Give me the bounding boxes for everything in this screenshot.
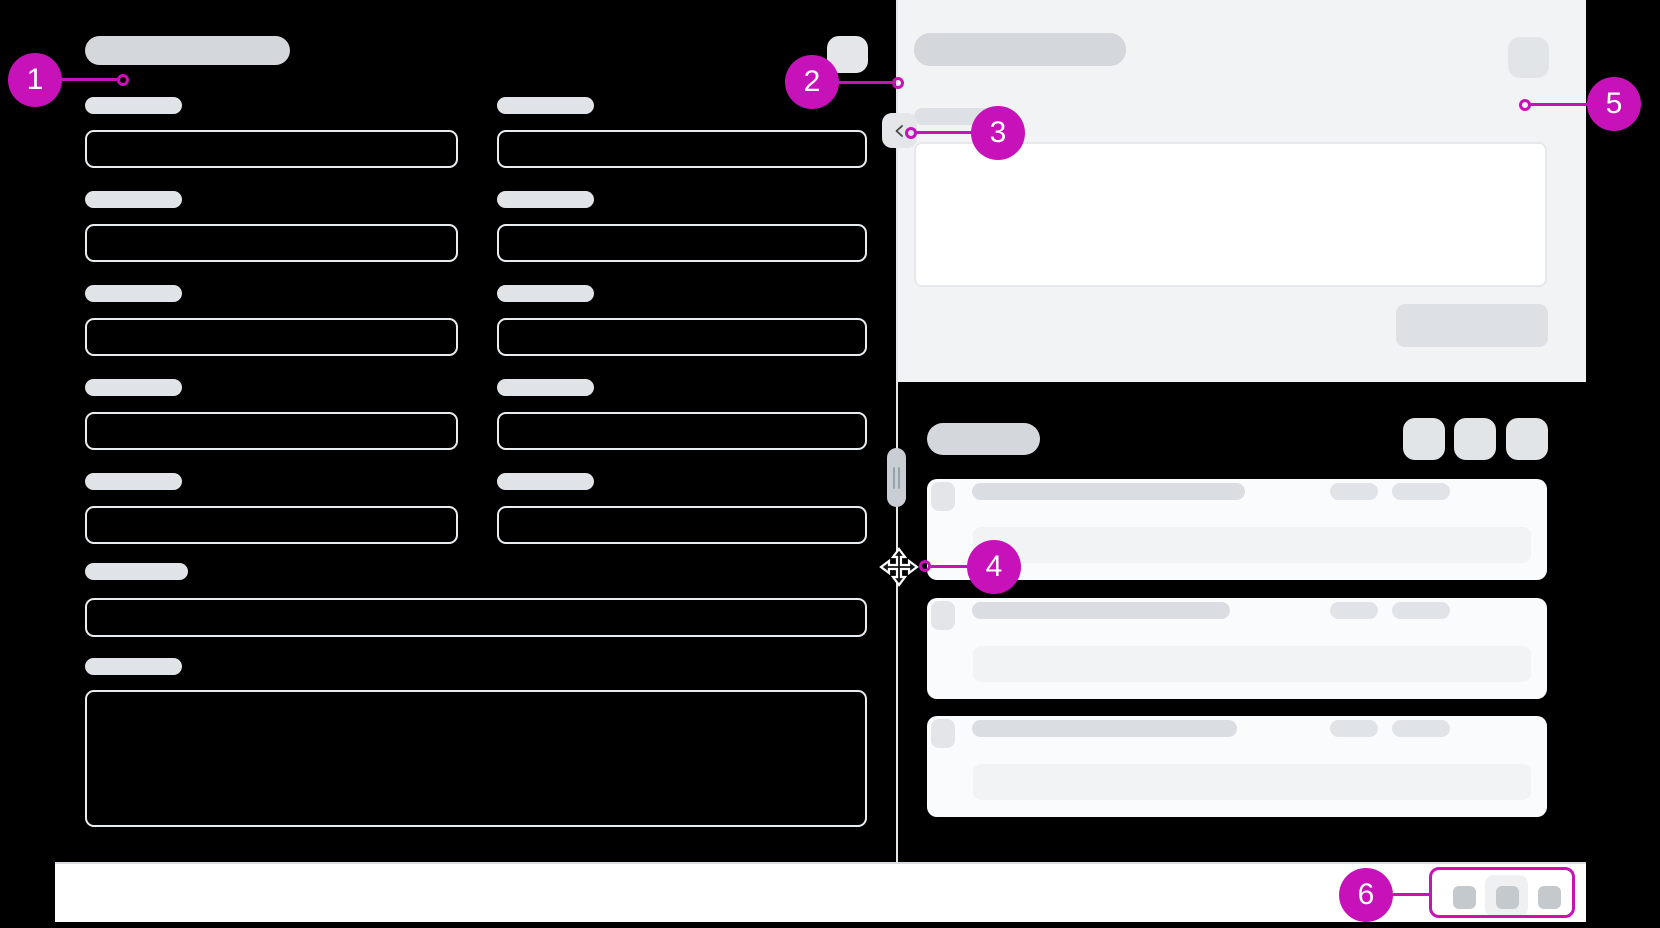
callout-4: 4	[967, 540, 1021, 594]
text-input[interactable]	[85, 318, 458, 356]
list-item-card[interactable]	[927, 598, 1547, 699]
card-badge-skeleton	[1392, 720, 1450, 737]
field-label-skeleton	[85, 473, 182, 490]
full-width-input[interactable]	[85, 598, 867, 637]
card-badge-skeleton	[1330, 483, 1378, 500]
text-input[interactable]	[85, 130, 458, 168]
card-badge-skeleton	[1392, 602, 1450, 619]
card-icon-skeleton	[931, 482, 955, 511]
card-title-skeleton	[972, 602, 1230, 619]
field-label-skeleton	[85, 191, 182, 208]
detail-submit-button-skeleton[interactable]	[1396, 304, 1548, 347]
annotation-highlight-box	[1429, 867, 1575, 918]
list-action-button-1[interactable]	[1403, 418, 1445, 460]
text-input[interactable]	[497, 412, 867, 450]
form-title-skeleton	[85, 36, 290, 65]
callout-3: 3	[971, 106, 1025, 160]
text-input[interactable]	[85, 224, 458, 262]
chevron-left-icon	[892, 123, 908, 139]
callout-6-number: 6	[1357, 878, 1375, 911]
view-toggle-button-2[interactable]	[1496, 886, 1519, 909]
detail-title-skeleton	[914, 33, 1126, 66]
list-item-card[interactable]	[927, 716, 1547, 817]
card-content-skeleton	[973, 527, 1531, 563]
bottom-bar	[55, 862, 1586, 922]
card-badge-skeleton	[1330, 602, 1378, 619]
callout-2: 2	[785, 55, 839, 109]
view-toggle-button-3[interactable]	[1538, 886, 1561, 909]
list-action-button-3[interactable]	[1506, 418, 1548, 460]
grip-vertical-icon	[893, 466, 900, 489]
callout-5-line	[1528, 103, 1590, 106]
list-title-skeleton	[927, 423, 1040, 455]
card-content-skeleton	[973, 764, 1531, 800]
card-icon-skeleton	[931, 719, 955, 748]
callout-3-line	[914, 131, 974, 134]
card-title-skeleton	[972, 720, 1237, 737]
callout-2-dot	[892, 77, 904, 89]
split-divider[interactable]	[896, 0, 898, 862]
form-panel	[85, 36, 868, 827]
callout-4-line	[928, 565, 972, 568]
card-badge-skeleton	[1392, 483, 1450, 500]
move-cursor-icon	[877, 545, 921, 589]
list-action-button-2[interactable]	[1454, 418, 1496, 460]
callout-6-line	[1390, 893, 1432, 896]
field-label-skeleton	[497, 473, 594, 490]
card-icon-skeleton	[931, 601, 955, 630]
callout-2-number: 2	[803, 65, 821, 98]
field-label-skeleton	[85, 97, 182, 114]
field-label-skeleton	[497, 97, 594, 114]
callout-5: 5	[1587, 77, 1641, 131]
text-input[interactable]	[497, 130, 867, 168]
detail-panel	[898, 0, 1586, 382]
text-input[interactable]	[85, 506, 458, 544]
text-input[interactable]	[497, 506, 867, 544]
callout-1-dot	[117, 74, 129, 86]
callout-3-number: 3	[989, 116, 1007, 149]
text-input[interactable]	[85, 412, 458, 450]
divider-grip-handle[interactable]	[887, 448, 906, 507]
callout-6: 6	[1339, 868, 1393, 922]
callout-1: 1	[8, 53, 62, 107]
detail-panel-action-button[interactable]	[1508, 37, 1549, 78]
field-label-skeleton	[497, 285, 594, 302]
field-label-skeleton	[85, 285, 182, 302]
view-toggle-button-1[interactable]	[1453, 886, 1476, 909]
textarea-input[interactable]	[85, 690, 867, 827]
callout-1-line	[60, 78, 120, 81]
card-list-panel	[898, 382, 1586, 862]
card-title-skeleton	[972, 483, 1245, 500]
callout-5-dot	[1519, 99, 1531, 111]
text-input[interactable]	[497, 224, 867, 262]
field-label-skeleton	[85, 658, 182, 675]
field-label-skeleton	[497, 191, 594, 208]
callout-5-number: 5	[1605, 87, 1623, 120]
callout-2-line	[836, 81, 896, 84]
card-badge-skeleton	[1330, 720, 1378, 737]
list-item-card[interactable]	[927, 479, 1547, 580]
detail-textarea[interactable]	[914, 142, 1547, 287]
field-label-skeleton	[85, 563, 188, 580]
text-input[interactable]	[497, 318, 867, 356]
callout-3-dot	[905, 127, 917, 139]
field-label-skeleton	[85, 379, 182, 396]
callout-4-number: 4	[985, 550, 1003, 583]
field-label-skeleton	[497, 379, 594, 396]
callout-1-number: 1	[26, 63, 44, 96]
callout-4-dot	[919, 560, 931, 572]
card-content-skeleton	[973, 646, 1531, 682]
